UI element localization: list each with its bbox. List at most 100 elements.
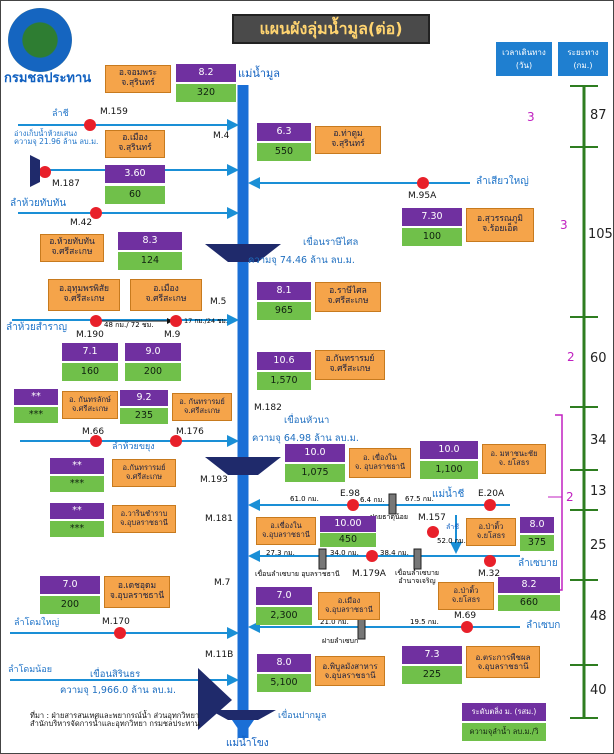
value-uthumphon-capacity: 160 bbox=[62, 363, 118, 381]
district-tha-tum: อ.ท่าตูม จ.สุรินทร์ bbox=[315, 126, 381, 154]
value-kanthararak-capacity: *** bbox=[14, 407, 58, 423]
dam-sirindhorn-name: เขื่อนสิรินธร bbox=[90, 669, 141, 680]
weir-sebok bbox=[357, 618, 366, 640]
district-uthumphon: อ.อุทุมพรพิสัย จ.ศรีสะเกษ bbox=[48, 279, 120, 311]
value-kanthararom3-level: ** bbox=[50, 458, 104, 474]
station-m11b: M.11B bbox=[205, 650, 234, 660]
distance-60: 60 bbox=[590, 351, 607, 366]
label-21km: 21.0 กม. bbox=[320, 618, 349, 626]
label-chi-vertical: ลำชี bbox=[446, 523, 459, 531]
trib-label-khayung: ลำห้วยขยุง bbox=[112, 442, 155, 452]
distance-13: 13 bbox=[590, 484, 607, 499]
dam-rasi-salai-capacity: ความจุ 74.46 ล้าน ลบ.ม. bbox=[248, 255, 355, 266]
value-khueang-nai2-capacity: 450 bbox=[320, 533, 376, 547]
district-pa-tio1: อ.ป่าติ้ว จ.ยโสธร bbox=[466, 518, 516, 546]
station-m69: M.69 bbox=[454, 611, 477, 621]
dam-sirindhorn-shape bbox=[198, 668, 232, 730]
value-pa-tio1-level: 8.0 bbox=[520, 517, 554, 533]
station-dot-m9 bbox=[170, 315, 182, 327]
district-trakan: อ.ตระการพืชผล จ.อุบลราชธานี bbox=[466, 646, 540, 678]
station-e20a: E.20A bbox=[478, 489, 505, 499]
weir-that-noi bbox=[388, 493, 397, 515]
station-m170: M.170 bbox=[102, 617, 130, 627]
station-m182: M.182 bbox=[254, 403, 282, 413]
source-note: ที่มา : ฝ่ายสารสนเทศและพยากรณ์น้ำ ส่วนอุ… bbox=[30, 711, 200, 729]
station-dot-e20a bbox=[484, 499, 496, 511]
dam-pak-mun-name: เขื่อนปากมูล bbox=[278, 711, 327, 721]
label-weir-sebok: ฝายลำเซบก bbox=[322, 637, 359, 645]
value-rasi-salai-level: 8.1 bbox=[257, 282, 311, 300]
travel-days-4: 2 bbox=[566, 490, 574, 504]
label-19-5km: 19.5 กม. bbox=[410, 618, 439, 626]
station-dot-m187 bbox=[39, 166, 51, 178]
header-travel-time: เวลาเดินทาง (วัน) bbox=[496, 42, 552, 76]
value-det-udom-capacity: 200 bbox=[40, 596, 100, 614]
distance-48: 48 bbox=[590, 609, 607, 624]
station-m159: M.159 bbox=[100, 107, 128, 117]
travel-days-3: 2 bbox=[567, 350, 575, 364]
value-maha-chana-chai-level: 10.0 bbox=[420, 441, 478, 459]
station-e98: E.98 bbox=[340, 489, 360, 499]
station-markers bbox=[39, 119, 496, 639]
dam-hua-na-name: เขื่อนหัวนา bbox=[284, 415, 330, 426]
station-m193: M.193 bbox=[200, 475, 228, 485]
page-title: แผนผังลุ่มน้ำมูล(ต่อ) bbox=[259, 18, 403, 38]
trib-label-siao-yai: ลำเสียวใหญ่ bbox=[476, 176, 529, 187]
legend-level: ระดับตลิ่ง ม. (รสม.) bbox=[462, 703, 546, 721]
station-m187: M.187 bbox=[52, 179, 80, 189]
district-kanthararom1: อ.กันทรารมย์ จ.ศรีสะเกษ bbox=[315, 350, 385, 380]
district-kanthararom3: อ.กันทรารมย์ จ.ศรีสะเกษ bbox=[112, 459, 176, 487]
value-chom-phra-capacity: 320 bbox=[176, 84, 236, 102]
station-m190: M.190 bbox=[76, 330, 104, 340]
header-distance: ระยะทาง (กม.) bbox=[558, 42, 608, 76]
logo-text: กรมชลประทาน bbox=[4, 71, 92, 86]
district-kanthararom2: อ. กันทรารมย์ จ.ศรีสะเกษ bbox=[172, 393, 232, 421]
station-dot-m32 bbox=[484, 555, 496, 567]
weir-sebai-1 bbox=[318, 548, 327, 570]
value-trakan-capacity: 225 bbox=[402, 666, 462, 684]
label-34km: 34.0 กม. bbox=[330, 549, 359, 557]
value-phibun-level: 8.0 bbox=[257, 654, 311, 672]
district-maha-chana-chai: อ. มหาชนะชัย จ. ยโสธร bbox=[482, 444, 546, 474]
value-huai-thap-than-capacity: 124 bbox=[118, 252, 182, 270]
huai-senang-reservoir bbox=[30, 155, 40, 187]
value-warin-capacity: *** bbox=[50, 521, 104, 537]
value-det-udom-level: 7.0 bbox=[40, 576, 100, 594]
station-m66: M.66 bbox=[82, 427, 105, 437]
dam-hua-na-capacity: ความจุ 64.98 ล้าน ลบ.ม. bbox=[252, 433, 359, 444]
value-mueang-sisaket-level: 9.0 bbox=[125, 343, 181, 361]
value-suwannaphum-capacity: 100 bbox=[402, 228, 462, 246]
value-pa-tio2-level: 8.2 bbox=[498, 577, 560, 593]
value-kanthararom1-capacity: 1,570 bbox=[257, 372, 311, 390]
value-uthumphon-level: 7.1 bbox=[62, 343, 118, 361]
value-huai-thap-than-level: 8.3 bbox=[118, 232, 182, 250]
station-dot-e98 bbox=[347, 499, 359, 511]
travel-days-2: 3 bbox=[560, 218, 568, 232]
label-48km: 48 กม./ 72 ชม. bbox=[104, 321, 154, 329]
station-m9: M.9 bbox=[164, 330, 181, 340]
station-dot-m190 bbox=[90, 315, 102, 327]
label-6-4km: 6.4 กม. bbox=[360, 496, 385, 504]
label-that-noi: ฝายธาตุน้อย bbox=[370, 513, 408, 521]
distance-25: 25 bbox=[590, 538, 607, 553]
district-kanthararak: อ. กันทรลักษ์ จ.ศรีสะเกษ bbox=[62, 391, 118, 419]
district-rasi-salai: อ.ราษีไศล จ.ศรีสะเกษ bbox=[315, 282, 381, 312]
label-weir-sebai-am: เขื่อนลำเซบาย อำนาจเจริญ bbox=[395, 569, 440, 585]
label-weir-sebai-ub: เขื่อนลำเซบาย อุบลราชธานี bbox=[255, 570, 340, 578]
station-m5: M.5 bbox=[210, 297, 227, 307]
chi-river-label: แม่น้ำชี bbox=[432, 489, 465, 500]
dam-hua-na-shape bbox=[205, 457, 281, 475]
station-dot-m170 bbox=[114, 627, 126, 639]
label-17km: 17 กม./24 ชม. bbox=[184, 317, 228, 325]
reservoir-note: อ่างเก็บน้ำห้วยเสนง ความจุ 21.96 ล้าน ลบ… bbox=[14, 129, 99, 147]
station-m95a: M.95A bbox=[408, 191, 437, 201]
trib-label-sebok: ลำเซบก bbox=[526, 620, 561, 631]
value-tha-tum-level: 6.3 bbox=[257, 123, 311, 141]
value-mueang-sisaket-capacity: 200 bbox=[125, 363, 181, 381]
value-mueang-surin-level: 3.60 bbox=[105, 165, 165, 183]
dam-sirindhorn-capacity: ความจุ 1,966.0 ล้าน ลบ.ม. bbox=[60, 685, 176, 696]
station-m7: M.7 bbox=[214, 578, 231, 588]
mun-river-label: แม่น้ำมูล bbox=[238, 67, 281, 80]
label-27-3km: 27.3 กม. bbox=[266, 549, 295, 557]
district-khueang-nai1: อ. เขื่องใน จ. อุบลราชธานี bbox=[349, 448, 411, 478]
